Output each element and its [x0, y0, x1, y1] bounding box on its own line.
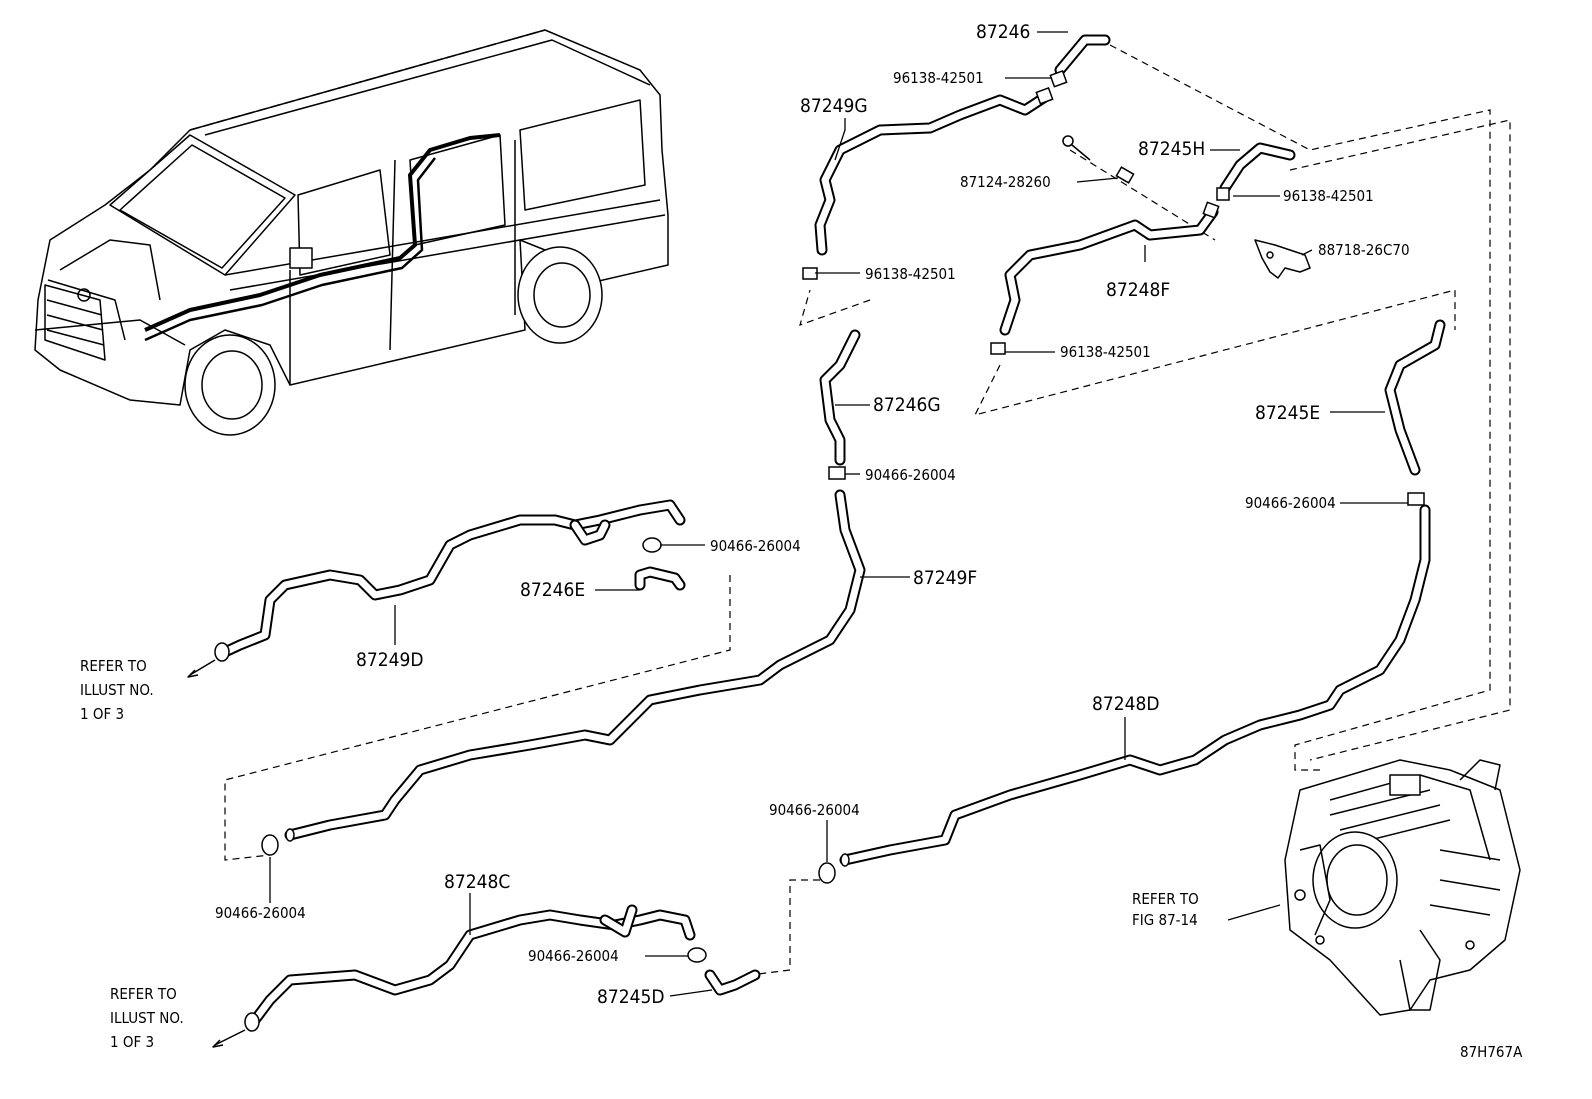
callout-87245E: 87245E	[1255, 402, 1320, 424]
assembly-dashed-lines	[224, 44, 1511, 976]
refer-illust-lower-line3: 1 OF 3	[110, 1033, 154, 1051]
leader-lines	[269, 31, 1408, 997]
callout-96138-42501-right: 96138-42501	[1283, 187, 1374, 205]
refer-illust-upper-line2: ILLUST NO.	[80, 681, 154, 699]
refer-illust-lower-line2: ILLUST NO.	[110, 1009, 184, 1027]
bolt	[1062, 135, 1135, 184]
callout-87246: 87246	[976, 21, 1030, 43]
callout-87246G: 87246G	[873, 394, 941, 416]
clamp	[1035, 87, 1054, 105]
clamp	[990, 342, 1006, 355]
callout-96138-42501-mid: 96138-42501	[1060, 343, 1151, 361]
refer-fig-line2: FIG 87-14	[1132, 911, 1198, 929]
refer-illust-upper-line3: 1 OF 3	[80, 705, 124, 723]
callout-87248C: 87248C	[444, 871, 510, 893]
callout-labels: 87246 96138-42501 87249G 87245H 87124-28…	[215, 21, 1410, 1008]
callout-87249F: 87249F	[913, 567, 977, 589]
callout-96138-42501-top: 96138-42501	[893, 69, 984, 87]
diagram-id: 87H767A	[1460, 1043, 1523, 1061]
hvac-unit-illustration	[1284, 759, 1521, 1016]
clamp	[1202, 201, 1220, 219]
reference-notes: REFER TO ILLUST NO. 1 OF 3 REFER TO ILLU…	[80, 657, 1199, 1051]
refer-fig-line1: REFER TO	[1132, 890, 1199, 908]
clamp	[1049, 70, 1068, 88]
callout-87249D: 87249D	[356, 649, 424, 671]
callout-90466-26004-lower-mid: 90466-26004	[769, 801, 860, 819]
bracket	[1254, 239, 1311, 279]
callout-87246E: 87246E	[520, 579, 585, 601]
callout-90466-26004-lower-left: 90466-26004	[215, 904, 306, 922]
refer-arrows	[187, 659, 246, 1048]
clamp	[642, 537, 662, 553]
callout-90466-26004-bottom: 90466-26004	[528, 947, 619, 965]
callout-87245H: 87245H	[1138, 138, 1205, 160]
callout-87245D: 87245D	[597, 986, 665, 1008]
callout-87249G: 87249G	[800, 95, 868, 117]
refer-illust-upper-line1: REFER TO	[80, 657, 147, 675]
callout-87124-28260: 87124-28260	[960, 173, 1051, 191]
van-illustration	[34, 29, 669, 436]
callout-88718-26C70: 88718-26C70	[1318, 241, 1410, 259]
clamp	[802, 267, 818, 280]
callout-90466-26004-right: 90466-26004	[1245, 494, 1336, 512]
clamp	[1216, 187, 1230, 201]
hoses	[219, 34, 1446, 1026]
clamp	[818, 862, 836, 884]
clamp	[1407, 492, 1425, 506]
clamp	[828, 466, 846, 480]
clamp	[687, 947, 707, 963]
callout-87248D: 87248D	[1092, 693, 1160, 715]
callout-96138-42501-left: 96138-42501	[865, 265, 956, 283]
refer-illust-lower-line1: REFER TO	[110, 985, 177, 1003]
clamps	[214, 70, 1425, 1032]
clamp	[261, 834, 279, 856]
callout-87248F: 87248F	[1106, 279, 1170, 301]
callout-90466-26004-mid: 90466-26004	[865, 466, 956, 484]
callout-90466-26004-upper-left: 90466-26004	[710, 537, 801, 555]
